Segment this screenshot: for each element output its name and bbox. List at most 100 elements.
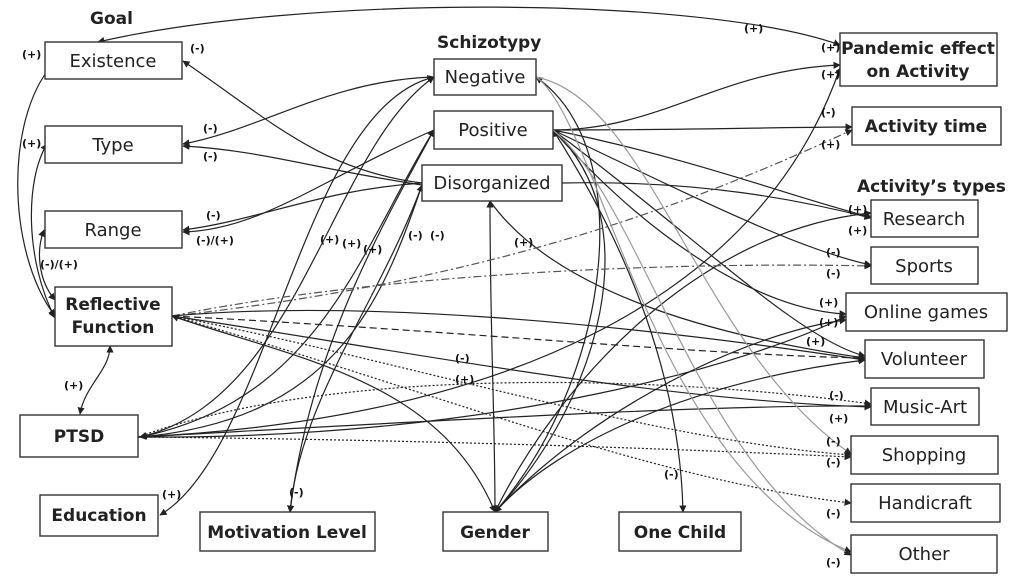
- node-disorganized: Disorganized: [421, 164, 563, 202]
- node-gender: Gender: [442, 511, 549, 552]
- edge-rf-ptsd: [77, 345, 114, 415]
- edge-label: (+): [848, 224, 867, 237]
- node-pandemic-effect-label-1: Pandemic effect: [841, 39, 995, 59]
- node-reflective-function-label-2: Function: [72, 318, 155, 338]
- node-music-art: Music-Art: [870, 387, 980, 426]
- node-type-label: Type: [91, 135, 133, 156]
- edge-positive-pandemic: [552, 61, 841, 131]
- edge-label: (+): [162, 488, 181, 501]
- node-education: Education: [39, 494, 159, 537]
- node-motivation-level: Motivation Level: [199, 511, 376, 552]
- edge-rf-volunteer-dashed: [171, 315, 866, 362]
- edge-label: (+): [829, 412, 848, 425]
- node-shopping-label: Shopping: [882, 445, 967, 466]
- edge-positive-motivation: [287, 129, 435, 513]
- node-one-child-label: One Child: [634, 523, 726, 543]
- node-gender-label: Gender: [460, 523, 530, 543]
- node-other: Other: [850, 534, 998, 574]
- node-type: Type: [44, 125, 183, 164]
- edge-label: (+): [848, 203, 867, 216]
- edge-disorg-existence: [182, 60, 423, 184]
- edge-rf-shopping: [171, 315, 852, 459]
- edge-label: (+): [64, 379, 83, 392]
- edge-rf-volunteer: [171, 309, 866, 363]
- edge-rf-sports: [171, 262, 872, 317]
- edge-gender-research: [494, 210, 872, 513]
- node-sports-label: Sports: [895, 256, 953, 277]
- edge-label: (-): [455, 352, 470, 365]
- edge-disorg-range: [182, 182, 423, 233]
- node-motivation-level-label: Motivation Level: [207, 523, 367, 543]
- edge-gender-volunteer: [494, 357, 866, 513]
- edge-label: (-)/(+): [40, 258, 78, 271]
- node-pandemic-effect-label-2: on Activity: [866, 62, 969, 82]
- node-reflective-function: Reflective Function: [54, 286, 173, 347]
- edge-label: (-): [829, 389, 844, 402]
- edge-label: (+): [22, 48, 41, 61]
- edge-disorg-gender: [486, 200, 499, 513]
- header-goal: Goal: [90, 9, 133, 29]
- edge-ptsd-shopping: [137, 436, 852, 461]
- edge-label: (+): [819, 296, 838, 309]
- edge-label: (-): [430, 229, 445, 242]
- edge-label: (-): [826, 556, 841, 569]
- node-pandemic-effect: Pandemic effect on Activity: [839, 32, 998, 87]
- edge-label: (-): [826, 435, 841, 448]
- node-research: Research: [870, 199, 979, 238]
- edge-label: (+): [821, 138, 840, 151]
- node-range-label: Range: [84, 220, 141, 241]
- edge-positive-other: [552, 129, 852, 556]
- edge-rf-musicart: [171, 315, 872, 411]
- node-volunteer-label: Volunteer: [881, 349, 968, 370]
- edge-label: (-): [206, 209, 221, 222]
- header-schizotypy: Schizotypy: [437, 33, 541, 53]
- edge-label: (+): [744, 22, 763, 35]
- edge-rf-range: [38, 229, 56, 301]
- edge-positive-ptsd: [139, 129, 435, 440]
- node-positive: Positive: [433, 110, 554, 150]
- edge-positive-online: [552, 129, 847, 318]
- edge-label: (-): [408, 229, 423, 242]
- node-education-label: Education: [51, 506, 146, 526]
- edge-label: (-): [821, 106, 836, 119]
- edge-label: (+): [821, 41, 840, 54]
- edge-ptsd-online: [137, 315, 847, 438]
- edge-gender-rf: [171, 314, 496, 513]
- edge-label: (+): [821, 68, 840, 81]
- edge-label: (+): [514, 236, 533, 249]
- edge-disorg-motivation: [286, 184, 423, 513]
- edge-label: (+): [22, 137, 41, 150]
- edge-negative-other: [535, 76, 852, 553]
- edge-label: (-)/(+): [196, 234, 234, 247]
- edge-ptsd-musicart: [137, 402, 872, 438]
- edge-label: (+): [455, 373, 474, 386]
- edge-label: (+): [819, 316, 838, 329]
- node-range: Range: [44, 210, 183, 249]
- edge-label: (+): [342, 237, 361, 250]
- edge-label: (-): [826, 507, 841, 520]
- node-volunteer: Volunteer: [864, 339, 985, 379]
- edge-label: (-): [826, 456, 841, 469]
- node-activity-time-label: Activity time: [865, 117, 987, 137]
- edge-negative-shopping: [535, 76, 852, 455]
- edge-label: (+): [806, 335, 825, 348]
- edge-positive-volunteer: [552, 129, 866, 358]
- edge-positive-sports: [552, 129, 872, 268]
- node-disorganized-label: Disorganized: [433, 173, 550, 194]
- node-music-art-label: Music-Art: [883, 397, 967, 418]
- node-existence-label: Existence: [70, 51, 157, 72]
- edge-disorg-research: [561, 182, 872, 220]
- node-negative: Negative: [433, 58, 537, 96]
- edge-label: (-): [826, 267, 841, 280]
- edges: [17, 6, 872, 556]
- edge-label: (-): [203, 150, 218, 163]
- node-positive-label: Positive: [458, 120, 527, 141]
- edge-label: (+): [363, 243, 382, 256]
- edge-label: (-): [190, 42, 205, 55]
- node-online-games-label: Online games: [864, 302, 988, 323]
- header-activity-types: Activity’s types: [857, 177, 1006, 197]
- node-negative-label: Negative: [445, 67, 526, 88]
- node-ptsd-label: PTSD: [54, 427, 104, 447]
- edge-label: (-): [664, 468, 679, 481]
